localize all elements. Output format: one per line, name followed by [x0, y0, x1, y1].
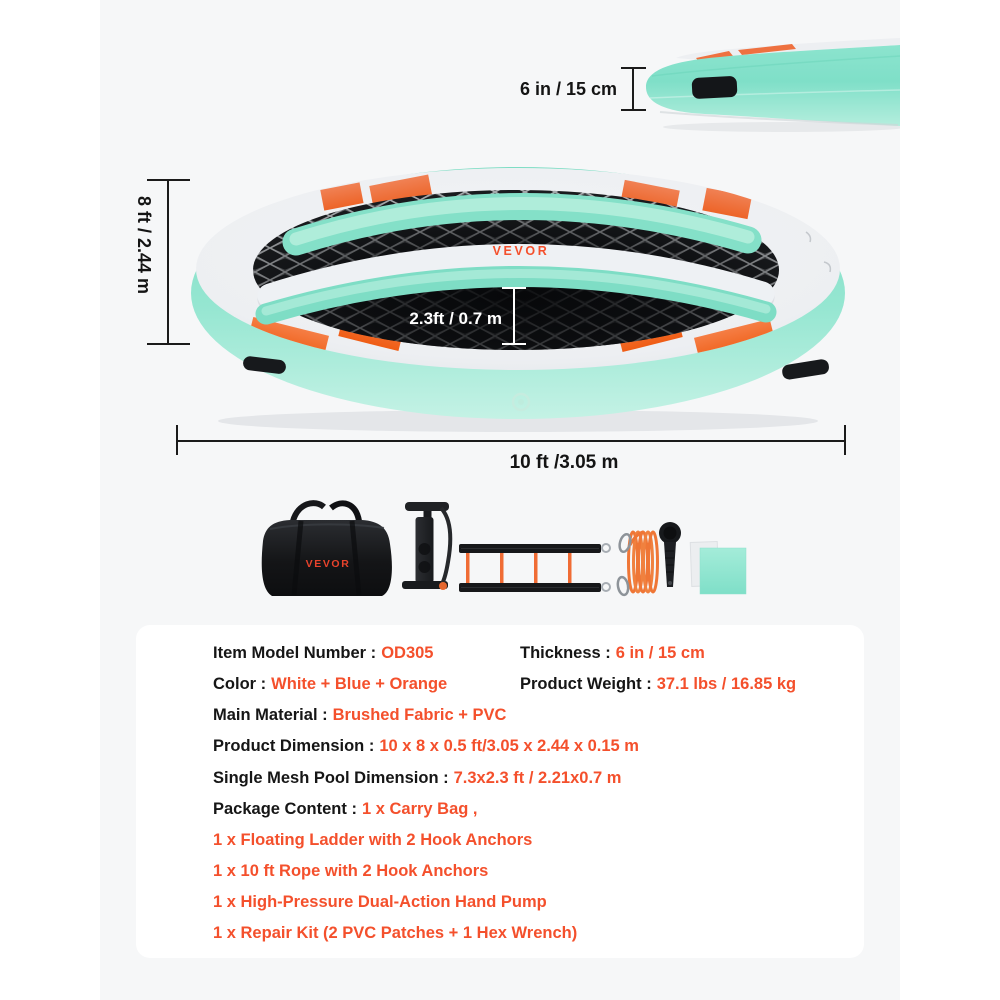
thickness-dimension-bracket [621, 67, 646, 111]
spec-label: Item Model Number : [213, 644, 377, 662]
spec-label: Thickness : [520, 644, 611, 662]
platform-handle-right [782, 359, 829, 380]
side-view-handle [691, 76, 738, 99]
mesh-pool-dimension-bracket [502, 287, 526, 345]
center-band [257, 244, 775, 309]
hand-pump-image [402, 502, 453, 590]
spec-card: Item Model Number :OD305 Color :White + … [136, 625, 864, 958]
spec-value: 7.3x2.3 ft / 2.21x0.7 m [453, 769, 622, 787]
spec-label: Package Content : [213, 800, 357, 818]
rope-with-hooks-image [616, 530, 659, 597]
package-content-line: 1 x High-Pressure Dual-Action Hand Pump [213, 893, 547, 911]
height-dimension-label: 8 ft / 2.44 m [134, 196, 154, 295]
top-view-platform [191, 167, 845, 432]
carry-bag-image [261, 500, 392, 596]
spec-label: Color : [213, 675, 267, 693]
hex-wrench-image [659, 522, 681, 587]
side-view-orange-stripe [738, 44, 796, 55]
spec-value: White + Blue + Orange [271, 675, 448, 693]
package-content-line: 1 x Floating Ladder with 2 Hook Anchors [213, 831, 533, 849]
spec-row-model: Item Model Number :OD305 [213, 642, 433, 664]
side-view-board [646, 38, 900, 132]
middle-tube-highlight [261, 269, 771, 316]
side-view-bottom-edge [659, 111, 899, 126]
repair-patches-image [689, 541, 747, 595]
top-tube-highlight [289, 197, 755, 246]
spec-row-package-content: Package Content :1 x Carry Bag , [213, 798, 478, 820]
spec-label: Single Mesh Pool Dimension : [213, 769, 449, 787]
spec-label: Main Material : [213, 706, 328, 724]
spec-value: 10 x 8 x 0.5 ft/3.05 x 2.44 x 0.15 m [379, 737, 639, 755]
side-view-tube [646, 45, 900, 126]
package-content-line: 1 x Repair Kit (2 PVC Patches + 1 Hex Wr… [213, 924, 578, 942]
width-dimension-label: 10 ft /3.05 m [509, 452, 619, 473]
side-view-crease [649, 89, 900, 99]
spec-row-material: Main Material :Brushed Fabric + PVC [213, 704, 506, 726]
spec-row-product-dimension: Product Dimension :10 x 8 x 0.5 ft/3.05 … [213, 735, 639, 757]
spec-value: OD305 [381, 644, 434, 662]
platform-handle-left [243, 356, 286, 374]
spec-value: 6 in / 15 cm [615, 644, 705, 662]
mesh-pool-dimension-label: 2.3ft / 0.7 m [409, 309, 502, 328]
spec-row-color: Color :White + Blue + Orange [213, 673, 447, 695]
spec-row-weight: Product Weight :37.1 lbs / 16.85 kg [520, 673, 796, 695]
spec-value: 1 x Carry Bag , [361, 800, 478, 818]
inflation-valve-cap [518, 399, 524, 405]
inflation-valve [511, 392, 531, 412]
spec-value: 37.1 lbs / 16.85 kg [656, 675, 797, 693]
side-view-shadow [663, 122, 900, 132]
side-view-crease [651, 55, 900, 77]
height-dimension-bracket [147, 179, 190, 345]
vevor-logo-bag: VEVOR [305, 558, 351, 570]
vevor-logo-board: VEVOR [492, 244, 550, 258]
spec-row-mesh-dimension: Single Mesh Pool Dimension :7.3x2.3 ft /… [213, 767, 621, 789]
spec-value: Brushed Fabric + PVC [332, 706, 507, 724]
spec-label: Product Dimension : [213, 737, 375, 755]
thickness-dimension-label: 6 in / 15 cm [519, 79, 617, 99]
spec-row-thickness: Thickness :6 in / 15 cm [520, 642, 705, 664]
floating-ladder-image [459, 543, 611, 592]
width-dimension-bracket [176, 425, 846, 455]
spec-label: Product Weight : [520, 675, 652, 693]
platform-shadow [218, 410, 818, 432]
package-content-line: 1 x 10 ft Rope with 2 Hook Anchors [213, 862, 489, 880]
